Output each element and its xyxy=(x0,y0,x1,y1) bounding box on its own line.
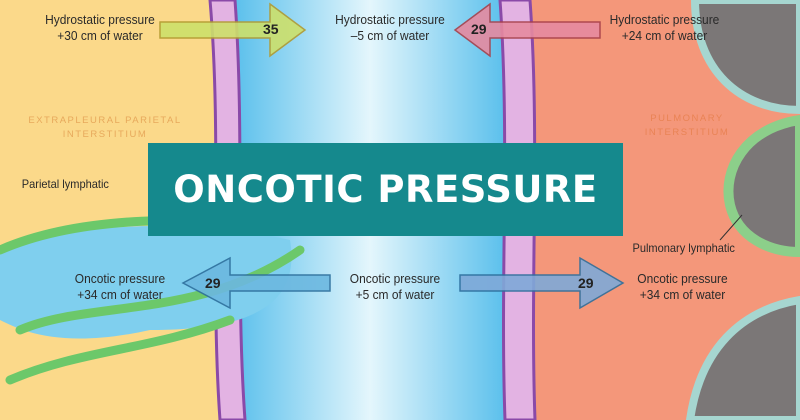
oncotic-right-label: Oncotic pressure+34 cm of water xyxy=(637,271,728,302)
hydrostatic-right-label: Hydrostatic pressure+24 cm of water xyxy=(609,12,720,43)
hydrostatic-arrow-left xyxy=(453,2,601,58)
oncotic-arrow-left-number: 29 xyxy=(205,275,221,291)
title: ONCOTIC PRESSURE xyxy=(173,168,598,211)
oncotic-arrow-left xyxy=(181,256,331,310)
oncotic-left-label: Oncotic pressure+34 cm of water xyxy=(74,271,166,302)
hydrostatic-arrow-right xyxy=(159,2,307,58)
oncotic-center-label: Oncotic pressure+5 cm of water xyxy=(349,271,441,302)
hydrostatic-arrow-right-number: 35 xyxy=(263,21,279,37)
oncotic-arrow-right xyxy=(459,256,625,310)
parietal-lymphatic-label: Parietal lymphatic xyxy=(21,177,109,191)
alveolus-middle xyxy=(723,114,800,258)
hydrostatic-left-label: Hydrostatic pressure+30 cm of water xyxy=(45,12,155,43)
parietal-lymphatic xyxy=(0,226,292,339)
pulmonary-lymphatic-label: Pulmonary lymphatic xyxy=(632,241,735,255)
hydrostatic-arrow-left-number: 29 xyxy=(471,21,487,37)
title-banner: ONCOTIC PRESSURE xyxy=(148,143,623,236)
hydrostatic-center-label: Hydrostatic pressure–5 cm of water xyxy=(335,12,445,43)
oncotic-arrow-right-number: 29 xyxy=(578,275,594,291)
